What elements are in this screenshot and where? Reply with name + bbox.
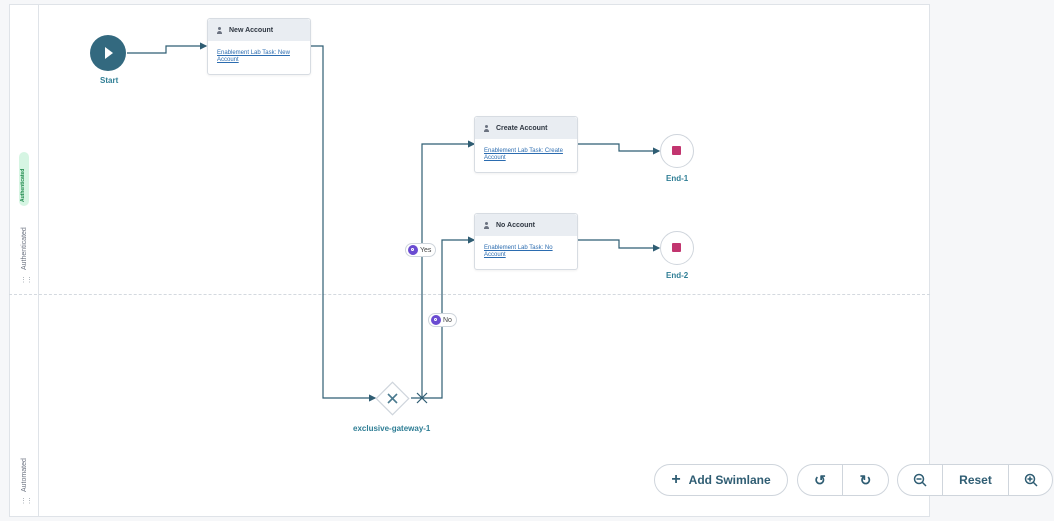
process-canvas[interactable] xyxy=(9,4,930,517)
end1-label: End-1 xyxy=(666,174,689,183)
task-link[interactable]: Enablement Lab Task: New Account xyxy=(217,50,290,63)
zoom-out-icon xyxy=(913,473,927,487)
lane-header-authenticated[interactable]: Authenticated Authenticated ⋮⋮ xyxy=(9,4,39,294)
right-panel xyxy=(931,4,1054,517)
drag-handle-icon[interactable]: ⋮⋮ xyxy=(20,498,33,505)
flow-gateway-to-create-account xyxy=(411,140,476,399)
end-event-1[interactable] xyxy=(660,134,694,168)
task-create-account[interactable]: Create Account Enablement Lab Task: Crea… xyxy=(474,116,578,173)
end2-label: End-2 xyxy=(666,271,689,280)
zoom-out-button[interactable] xyxy=(897,464,943,496)
zoom-in-icon xyxy=(1024,473,1038,487)
undo-button[interactable]: ↺ xyxy=(797,464,843,496)
gateway-label: exclusive-gateway-1 xyxy=(353,424,431,433)
condition-tag-yes[interactable]: Yes xyxy=(405,243,437,257)
start-event[interactable] xyxy=(90,35,126,71)
task-link[interactable]: Enablement Lab Task: No Account xyxy=(484,245,553,258)
condition-tag-no[interactable]: No xyxy=(428,313,457,327)
condition-icon xyxy=(431,315,441,325)
flow-no-account-to-end2 xyxy=(578,239,661,252)
lane-badge: Authenticated xyxy=(19,152,29,206)
flow-create-account-to-end1 xyxy=(578,143,661,155)
task-link[interactable]: Enablement Lab Task: Create Account xyxy=(484,148,563,161)
exclusive-gateway[interactable] xyxy=(375,381,410,416)
task-title: Create Account xyxy=(496,124,548,132)
lane-divider xyxy=(9,294,930,295)
reset-zoom-button[interactable]: Reset xyxy=(942,464,1009,496)
redo-icon: ↻ xyxy=(859,472,872,488)
zoom-in-button[interactable] xyxy=(1008,464,1053,496)
drag-handle-icon[interactable]: ⋮⋮ xyxy=(20,277,33,284)
condition-icon xyxy=(408,245,418,255)
user-icon xyxy=(483,221,490,229)
task-no-account[interactable]: No Account Enablement Lab Task: No Accou… xyxy=(474,213,578,270)
flow-start-to-new-account xyxy=(127,42,208,54)
start-label: Start xyxy=(100,76,119,85)
plus-icon: + xyxy=(671,471,681,488)
user-icon xyxy=(216,26,223,34)
task-title: No Account xyxy=(496,221,536,229)
flow-new-account-to-gateway xyxy=(311,45,377,402)
user-icon xyxy=(483,124,490,132)
task-title: New Account xyxy=(229,26,274,34)
add-swimlane-button[interactable]: + Add Swimlane xyxy=(654,464,788,496)
redo-button[interactable]: ↻ xyxy=(842,464,889,496)
undo-icon: ↺ xyxy=(814,472,826,488)
end-event-2[interactable] xyxy=(660,231,694,265)
lane-header-automated[interactable]: Automated ⋮⋮ xyxy=(9,294,39,517)
task-new-account[interactable]: New Account Enablement Lab Task: New Acc… xyxy=(207,18,311,75)
